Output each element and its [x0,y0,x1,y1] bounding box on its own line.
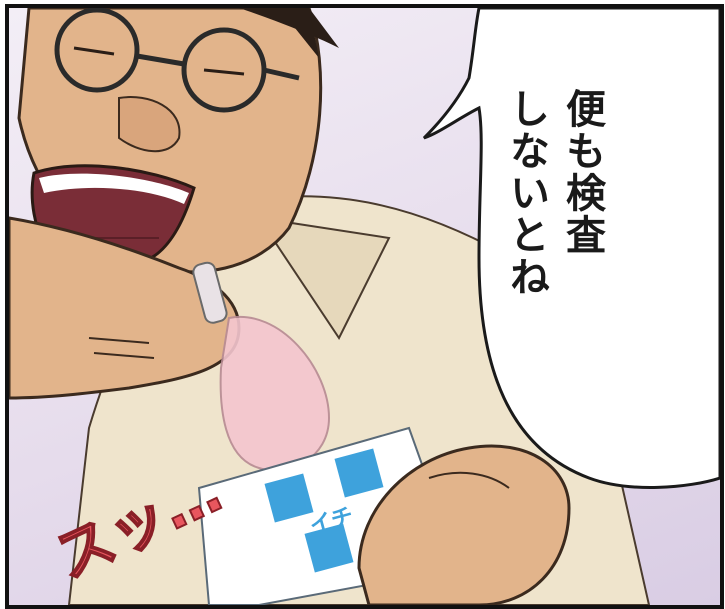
panel-artwork [9,8,720,605]
speech-line-2: しないとね [503,88,549,298]
man-hair [239,8,339,48]
speech-line-1: 便も検査 [559,88,605,256]
man-hand-right [357,444,571,605]
glasses [54,8,300,113]
man-nose [118,96,181,153]
shirt-collar [256,216,391,340]
comic-panel: 便も検査 しないとね イチ スッ… [5,4,724,609]
speech-bubble [422,8,720,489]
speech-text: 便も検査 しないとね [498,88,610,298]
sample-stick [192,261,228,324]
